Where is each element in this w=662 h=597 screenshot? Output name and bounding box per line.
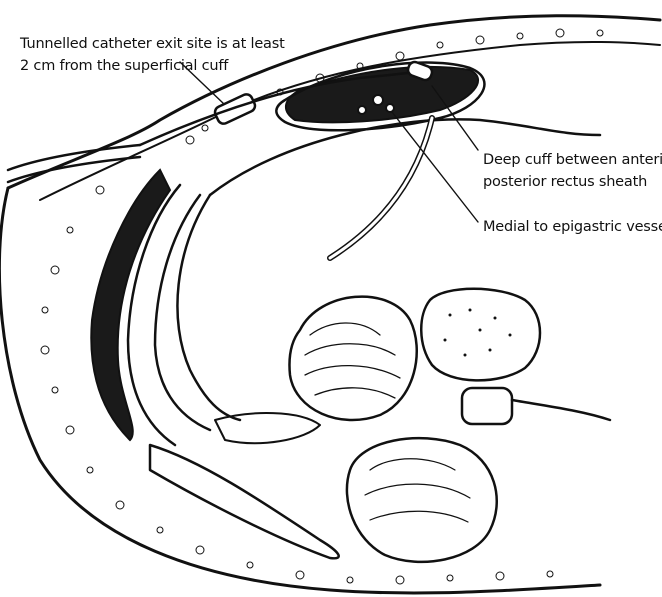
superficial-cuff [213,92,257,125]
organ-dots [444,309,512,357]
kidney [347,438,497,562]
exit-site-label-line2: 2 cm from the superficial cuff [20,58,229,74]
deep-cuff-label-line1: Deep cuff between anterior and [483,152,662,168]
epigastric-label: Medial to epigastric vessels [483,219,662,235]
catheter-intraperitoneal [330,118,432,258]
spinal-canal [462,388,512,424]
catheter-intraperitoneal-inner [330,118,432,258]
spine-process [512,400,610,420]
bowel-folds [305,323,400,398]
exit-site-label-line1: Tunnelled catheter exit site is at least [19,36,285,52]
deep-cuff-label-line2: posterior rectus sheath [483,174,647,190]
transversus-muscle [155,195,210,430]
bowel-loops [289,297,416,420]
psoas-muscle [150,445,339,558]
peritoneum-lower [177,195,240,420]
vertebral-organ [421,289,540,381]
kidney-texture [365,459,470,522]
leader-line-epigastric [392,112,478,222]
